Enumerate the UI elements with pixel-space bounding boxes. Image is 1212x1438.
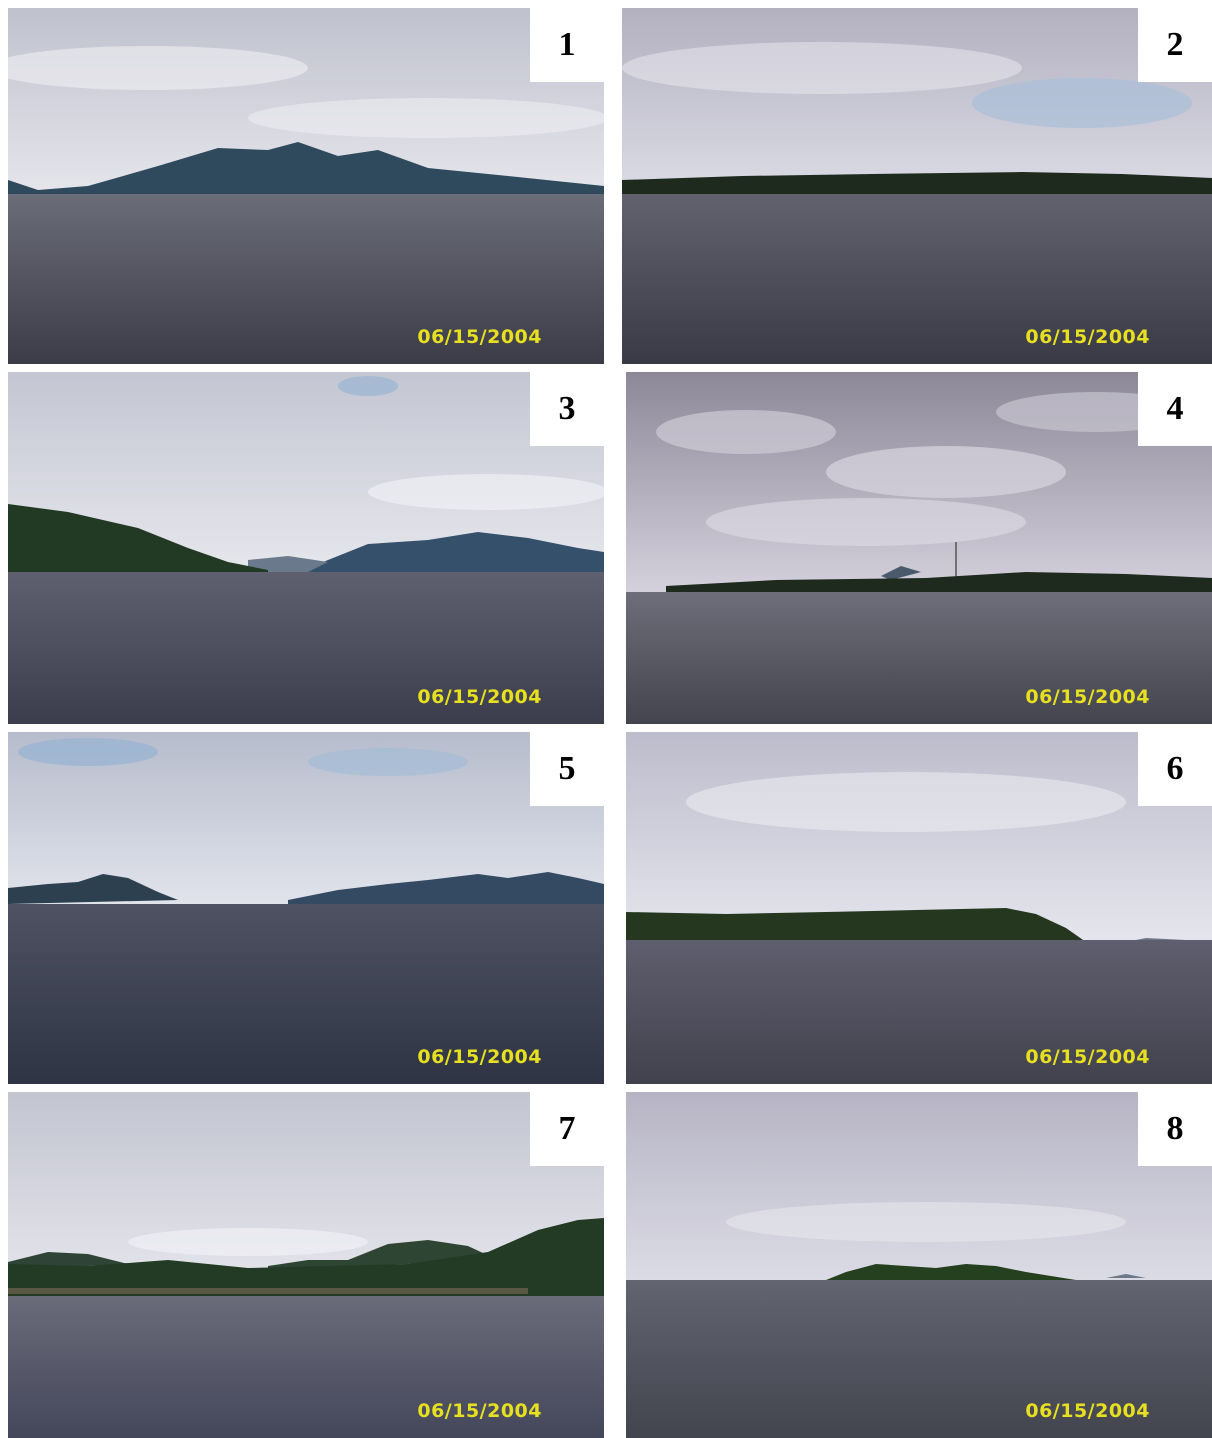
photo-7: 7 06/15/2004: [8, 1092, 604, 1438]
photo-4-date-stamp: 06/15/2004: [1025, 686, 1150, 708]
photo-2-landscape: [622, 8, 1212, 364]
photo-3: 3 06/15/2004: [8, 372, 604, 724]
photo-4-number-label: 4: [1138, 372, 1212, 446]
photo-6-landscape: [626, 732, 1212, 1084]
photo-7-landscape: [8, 1092, 604, 1438]
photo-1-date-stamp: 06/15/2004: [417, 326, 542, 348]
photo-1-number-label: 1: [530, 8, 604, 82]
photo-6: 6 06/15/2004: [626, 732, 1212, 1084]
photo-6-number-label: 6: [1138, 732, 1212, 806]
photo-5-date-stamp: 06/15/2004: [417, 1046, 542, 1068]
photo-4-landscape: [626, 372, 1212, 724]
photo-5: 5 06/15/2004: [8, 732, 604, 1084]
photo-3-number-label: 3: [530, 372, 604, 446]
photo-3-landscape: [8, 372, 604, 724]
photo-6-date-stamp: 06/15/2004: [1025, 1046, 1150, 1068]
photo-8-number-label: 8: [1138, 1092, 1212, 1166]
photo-5-number-label: 5: [530, 732, 604, 806]
photo-1-landscape: [8, 8, 604, 364]
photo-7-number-label: 7: [530, 1092, 604, 1166]
photo-2: 2 06/15/2004: [622, 8, 1212, 364]
photo-8-date-stamp: 06/15/2004: [1025, 1400, 1150, 1422]
photo-8-landscape: [626, 1092, 1212, 1438]
photo-2-number-label: 2: [1138, 8, 1212, 82]
photo-3-date-stamp: 06/15/2004: [417, 686, 542, 708]
photo-4: 4 06/15/2004: [626, 372, 1212, 724]
photo-7-date-stamp: 06/15/2004: [417, 1400, 542, 1422]
photo-1: 1 06/15/2004: [8, 8, 604, 364]
photo-2-date-stamp: 06/15/2004: [1025, 326, 1150, 348]
photo-8: 8 06/15/2004: [626, 1092, 1212, 1438]
photo-5-landscape: [8, 732, 604, 1084]
